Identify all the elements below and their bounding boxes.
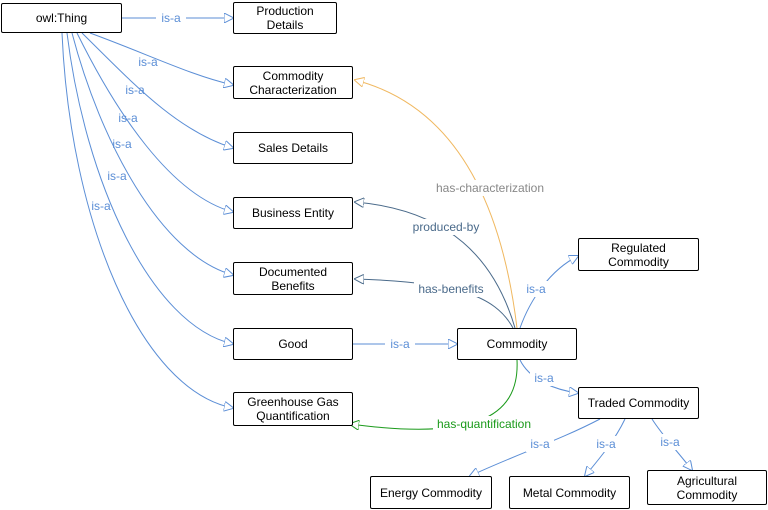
node-label: Business Entity [251, 206, 335, 220]
edge-isa-thing-good: is-a [66, 32, 233, 344]
node-label: Energy Commodity [379, 485, 483, 500]
node-commodity-characterization[interactable]: Commodity Characterization [233, 66, 353, 99]
node-commodity[interactable]: Commodity [457, 328, 577, 360]
edge-label-isa: is-a [91, 199, 111, 213]
edge-label-isa: is-a [118, 111, 138, 125]
edge-label-isa: is-a [526, 282, 546, 296]
edge-label-has-quantification: has-quantification [437, 417, 531, 431]
edge-isa-thing-production: is-a [122, 10, 233, 26]
edge-isa-regulated-commodity: is-a [519, 256, 578, 329]
edge-label-produced-by: produced-by [413, 220, 480, 234]
node-owl-thing[interactable]: owl:Thing [1, 3, 122, 33]
node-ghg-quantification[interactable]: Greenhouse Gas Quantification [233, 392, 353, 426]
node-label: Production Details [256, 4, 314, 32]
node-label: Commodity [486, 337, 548, 351]
edge-label-has-benefits: has-benefits [418, 282, 483, 296]
node-regulated-commodity[interactable]: Regulated Commodity [578, 238, 699, 271]
edge-label-isa: is-a [112, 137, 132, 151]
edge-label-isa: is-a [660, 435, 680, 449]
node-agricultural-commodity[interactable]: Agricultural Commodity [647, 470, 767, 505]
edge-label-isa: is-a [138, 55, 158, 69]
edge-label-isa: is-a [125, 83, 145, 97]
edge-isa-thing-business: is-a [76, 32, 233, 212]
edge-isa-good-commodity: is-a [353, 336, 457, 352]
node-label: Greenhouse Gas Quantification [247, 395, 339, 423]
edge-isa-agricultural-commodity: is-a [651, 418, 692, 470]
edge-isa-metal-commodity: is-a [585, 418, 626, 476]
edge-has-quantification: has-quantification [350, 359, 535, 432]
node-traded-commodity[interactable]: Traded Commodity [578, 387, 699, 419]
edge-label-isa: is-a [596, 437, 616, 451]
node-good[interactable]: Good [233, 328, 353, 360]
edge-isa-thing-benefits: is-a [71, 32, 233, 275]
node-label: Sales Details [257, 141, 329, 155]
node-label: Good [278, 337, 308, 351]
node-label: owl:Thing [35, 11, 88, 25]
node-label: Metal Commodity [522, 485, 617, 500]
edge-isa-thing-characterization: is-a [89, 32, 233, 85]
edge-isa-energy-commodity: is-a [470, 418, 601, 476]
node-label: Regulated Commodity [608, 240, 669, 269]
node-label: Agricultural Commodity [676, 473, 738, 502]
edge-label-isa: is-a [530, 437, 550, 451]
node-documented-benefits[interactable]: Documented Benefits [233, 262, 353, 295]
edge-label-isa: is-a [390, 337, 410, 351]
edge-label-isa: is-a [107, 169, 127, 183]
node-business-entity[interactable]: Business Entity [233, 197, 353, 229]
edge-isa-thing-sales: is-a [81, 32, 233, 148]
node-metal-commodity[interactable]: Metal Commodity [509, 476, 630, 509]
node-label: Commodity Characterization [249, 68, 337, 97]
edge-isa-thing-ghg: is-a [61, 32, 233, 408]
edge-label-isa: is-a [534, 371, 554, 385]
edge-produced-by: produced-by [355, 202, 516, 329]
edge-has-characterization: has-characterization [355, 80, 548, 329]
node-production-details[interactable]: Production Details [233, 2, 337, 34]
node-energy-commodity[interactable]: Energy Commodity [370, 476, 492, 509]
node-label: Documented Benefits [258, 264, 328, 293]
edge-isa-traded-commodity: is-a [519, 359, 578, 393]
node-label: Traded Commodity [587, 396, 690, 410]
edge-has-benefits: has-benefits [355, 279, 514, 329]
edge-label-isa: is-a [161, 11, 181, 25]
edge-label-has-characterization: has-characterization [436, 181, 544, 195]
node-sales-details[interactable]: Sales Details [233, 132, 353, 164]
